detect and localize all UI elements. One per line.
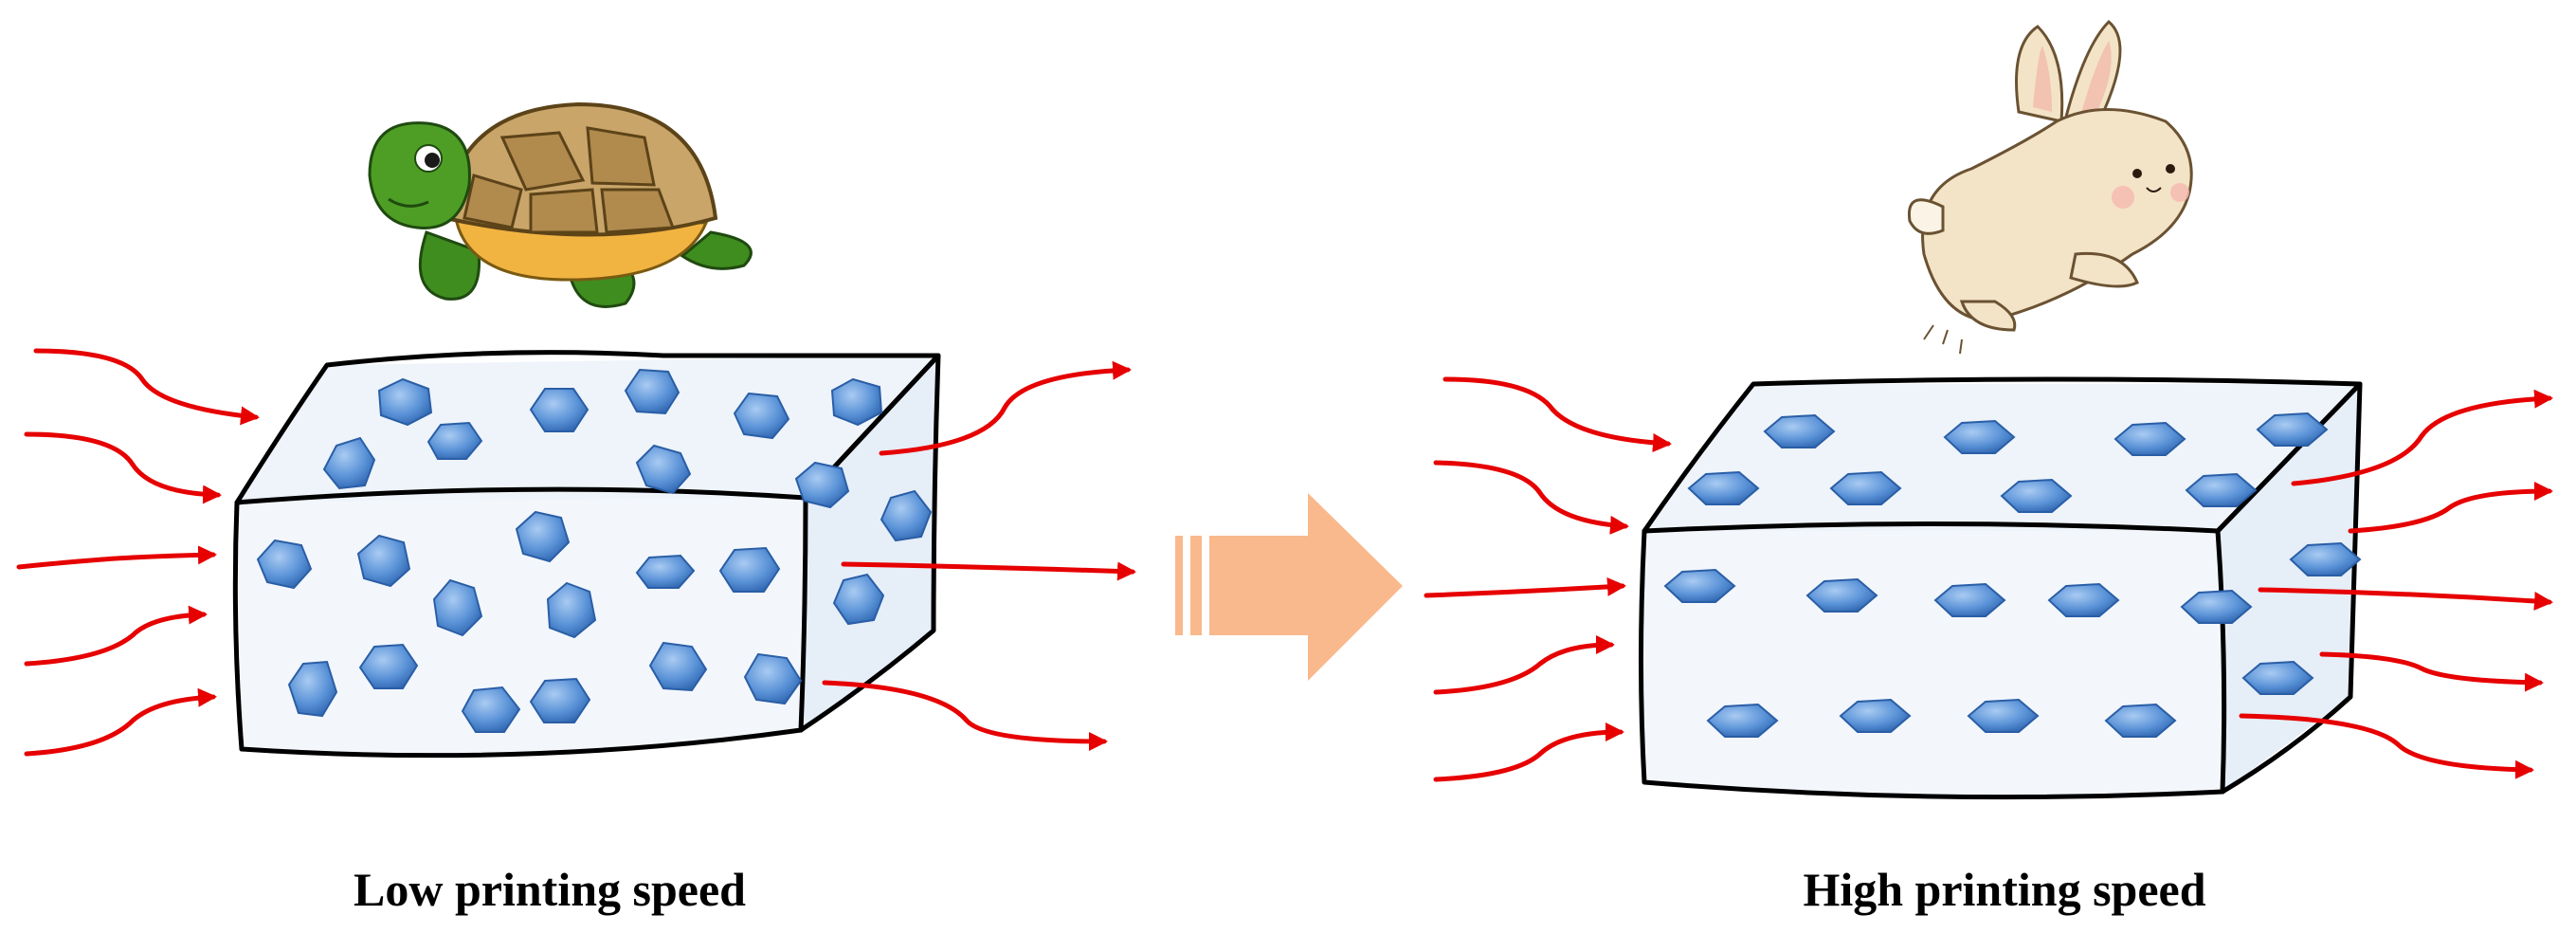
particle [546,581,597,639]
flow-arrow [1442,376,1672,453]
particles-random [256,368,933,733]
particle [529,677,591,723]
particle [1943,419,2016,454]
flow-arrow [2291,389,2553,486]
particle [1687,470,1760,505]
caption-high-speed: High printing speed [1803,863,2205,916]
flow-arrow [841,561,1136,581]
flow-arrow [24,431,222,504]
flow-arrow [2239,713,2534,779]
particle [733,392,790,440]
particle [1829,470,1902,505]
panel-high-speed: High printing speed [1424,19,2553,916]
particle [461,686,521,733]
flow-arrow [1433,635,1615,695]
particle [1763,413,1836,448]
flow-arrow [33,348,260,426]
particle [1663,568,1736,603]
flow-arrow [1424,576,1626,598]
flow-arrows-low [16,348,1136,757]
particle [648,641,708,692]
flow-arrow [24,687,217,757]
flow-arrow [16,545,217,570]
particle [830,377,883,427]
particle [426,421,483,460]
flow-arrow [879,360,1132,456]
particle [2000,478,2073,513]
flow-arrows-high [1424,376,2553,782]
particle [2185,472,2258,507]
particle [287,660,338,718]
particle [515,510,571,563]
panel-low-speed: Low printing speed [16,101,1136,916]
particle [377,377,433,427]
particle [256,539,313,590]
particle [832,573,885,626]
particles-aligned [1663,412,2362,738]
rabbit-icon [1907,19,2193,355]
particle [356,534,411,588]
particle [2047,582,2120,617]
particle [743,652,803,705]
particle [529,388,590,432]
particle [635,554,696,589]
particle [2180,589,2253,624]
flow-arrow [2319,651,2544,692]
particle [1967,698,2040,733]
flow-arrow [1433,460,1629,535]
particle [358,643,419,689]
flow-arrow [2258,587,2553,611]
particle [794,461,850,509]
particle [2104,703,2177,738]
particle [432,578,483,637]
right-arrow-icon [1175,493,1403,681]
particle [880,489,933,542]
particle [1933,582,2006,617]
flow-arrow [1433,723,1624,782]
flow-arrow [822,680,1108,751]
particle [2289,541,2362,576]
particle [322,436,376,490]
particle [2256,412,2329,447]
flow-arrow [2348,482,2553,534]
particle [624,368,680,415]
particle [2241,660,2314,695]
particle [2113,421,2186,456]
flow-arrow [24,605,208,667]
particle [718,546,781,593]
particle [635,444,692,495]
turtle-icon [368,101,753,308]
particle [1706,703,1779,738]
particle [1839,698,1912,733]
caption-low-speed: Low printing speed [354,863,746,916]
particle [1805,577,1878,613]
